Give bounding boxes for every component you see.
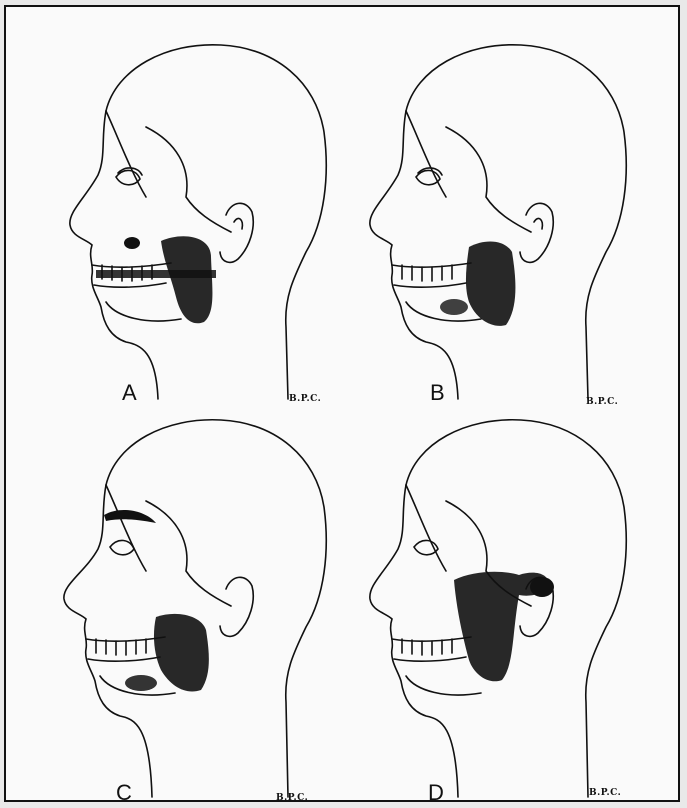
artist-initials-d: B.P.C. — [589, 788, 621, 798]
pain-zone-d — [454, 572, 554, 682]
panel-label-c: C — [116, 780, 132, 806]
panel-a: A B.P.C. — [6, 7, 344, 405]
panel-label-b: B — [430, 380, 445, 406]
panel-label-d: D — [428, 780, 444, 806]
figure-frame: A B.P.C. B B.P.C. — [4, 5, 680, 802]
panel-label-a: A — [122, 380, 137, 406]
panel-c: C B.P.C. — [6, 405, 344, 803]
pain-zone-b — [440, 242, 515, 326]
head-illustration-b — [344, 7, 682, 405]
panel-d: D B.P.C. — [344, 405, 682, 803]
panel-b: B B.P.C. — [344, 7, 682, 405]
artist-initials-a: B.P.C. — [289, 394, 321, 404]
head-illustration-a — [6, 7, 344, 405]
head-illustration-c — [6, 405, 344, 803]
head-illustration-d — [344, 405, 682, 803]
pain-zone-c — [104, 510, 209, 692]
artist-initials-c: B.P.C. — [276, 793, 308, 803]
